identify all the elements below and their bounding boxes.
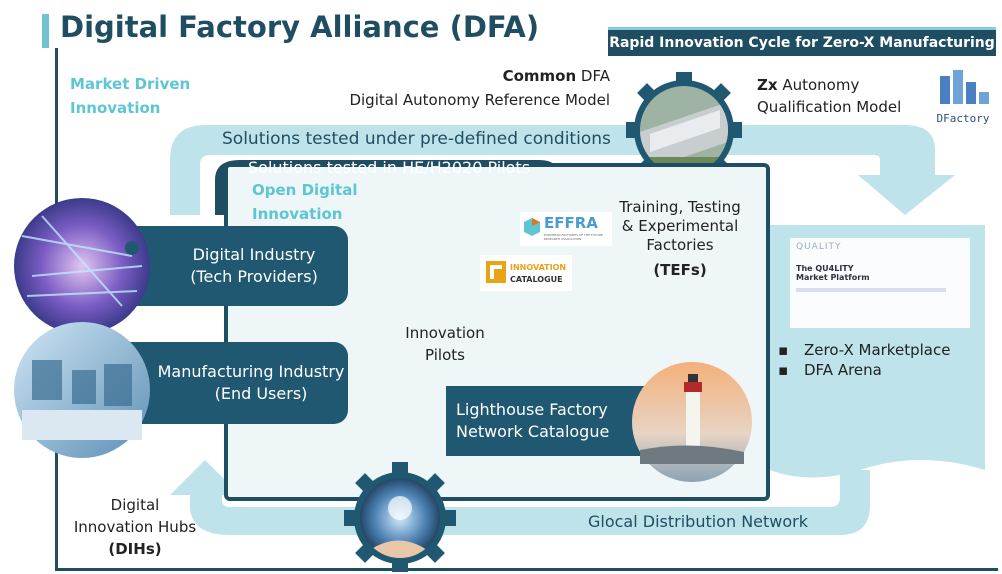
tefs-line2: & Experimental	[621, 217, 739, 235]
open-digital-line1: Open Digital	[252, 181, 358, 199]
innovation-catalogue-logo: INNOVATION CATALOGUE	[480, 255, 572, 291]
lighthouse-line1: Lighthouse Factory	[456, 400, 608, 419]
zx-bold: Zx	[757, 76, 778, 94]
marketplace-item: ▪Zero-X Marketplace	[778, 341, 951, 359]
open-digital-line2: Innovation	[252, 205, 343, 223]
tefs-line1: Training, Testing	[619, 198, 741, 216]
tefs-abbr: (TEFs)	[653, 261, 707, 279]
end-users-photo	[14, 322, 150, 458]
quality-platform-card: QUALITY The QU4LITY Market Platform	[790, 238, 970, 328]
tef-gear-icon	[626, 72, 742, 188]
title-accent-bar	[42, 14, 49, 48]
innovation-catalogue-line1: INNOVATION	[510, 263, 567, 272]
common-rest: DFA	[576, 67, 610, 85]
effra-logo-icon	[524, 218, 540, 236]
tech-providers-photo	[14, 198, 150, 334]
banner-rapid-innovation: Rapid Innovation Cycle for Zero-X Manufa…	[608, 27, 996, 56]
open-digital-label: Open Digital Innovation	[252, 178, 357, 226]
dihs-line1: Digital	[110, 496, 160, 514]
innovation-catalogue-line2: CATALOGUE	[510, 275, 563, 284]
solutions-pilots-text: Solutions tested in HE/H2020 Pilots	[248, 158, 531, 177]
tefs-label: Training, Testing & Experimental Factori…	[610, 198, 750, 280]
dfactory-logo-text: DFactory	[936, 112, 990, 125]
innovation-pilots-line1: Innovation	[405, 324, 485, 342]
quality-name: The QU4LITY	[796, 264, 854, 273]
digital-industry-line2: (Tech Providers)	[190, 267, 318, 286]
quality-underline	[796, 288, 946, 292]
common-bold: Common	[502, 67, 577, 85]
market-driven-line1: Market Driven	[70, 75, 191, 93]
manufacturing-industry-line2: (End Users)	[214, 384, 308, 403]
innovation-pilots-label: Innovation Pilots	[400, 322, 490, 366]
zx-line2: Qualification Model	[757, 98, 902, 116]
effra-name: EFFRA	[544, 214, 598, 232]
dihs-label: Digital Innovation Hubs (DIHs)	[70, 494, 200, 560]
marketplace-item-label: Zero-X Marketplace	[804, 341, 951, 359]
manufacturing-industry-panel: Manufacturing Industry (End Users)	[110, 342, 348, 424]
dih-gear-icon	[344, 462, 456, 572]
solutions-predefined-text: Solutions tested under pre-defined condi…	[222, 129, 611, 149]
dihs-abbr: (DIHs)	[108, 540, 162, 558]
marketplace-item: ▪DFA Arena	[778, 361, 882, 379]
marketplace-list: ▪Zero-X Marketplace ▪DFA Arena	[778, 340, 950, 380]
market-driven-label: Market Driven Innovation	[70, 72, 190, 120]
dfactory-logo-icon	[940, 70, 989, 104]
zx-rest: Autonomy	[777, 76, 860, 94]
effra-logo: EFFRA EUROPEAN FACTORIES OF THE FUTURE R…	[520, 212, 612, 246]
innovation-pilots-line2: Pilots	[425, 346, 465, 364]
quality-name2: Market Platform	[796, 273, 870, 282]
zx-model-label: Zx Autonomy Qualification Model	[757, 74, 901, 118]
dfactory-logo: DFactory	[928, 68, 998, 125]
tefs-line3: Factories	[646, 236, 714, 254]
effra-subtitle: EUROPEAN FACTORIES OF THE FUTURE RESEARC…	[544, 233, 603, 241]
manufacturing-industry-line1: Manufacturing Industry	[157, 362, 345, 381]
innovation-catalogue-icon	[486, 261, 506, 283]
predefined-conditions-arrow	[170, 125, 955, 215]
marketplace-item-label: DFA Arena	[804, 361, 882, 379]
digital-industry-line1: Digital Industry	[192, 245, 316, 264]
page-title: Digital Factory Alliance (DFA)	[60, 10, 540, 44]
quality-header: QUALITY	[796, 242, 842, 252]
common-line2: Digital Autonomy Reference Model	[349, 91, 610, 109]
glocal-distribution-text: Glocal Distribution Network	[588, 512, 808, 531]
lighthouse-photo	[632, 362, 752, 482]
common-dfa-model-label: Common DFA Digital Autonomy Reference Mo…	[330, 64, 610, 112]
market-driven-line2: Innovation	[70, 99, 161, 117]
digital-industry-panel: Digital Industry (Tech Providers)	[110, 226, 348, 306]
dihs-line2: Innovation Hubs	[73, 518, 197, 536]
lighthouse-line2: Network Catalogue	[456, 422, 610, 441]
